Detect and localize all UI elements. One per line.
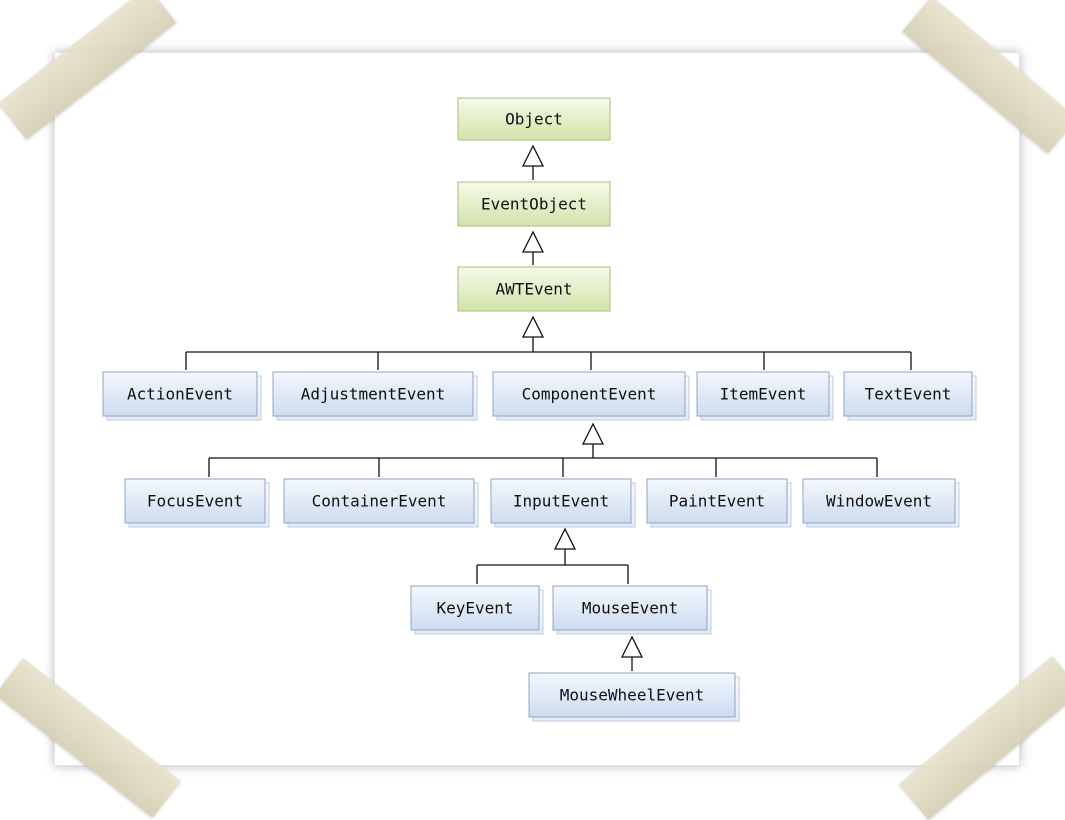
svg-text:InputEvent: InputEvent — [513, 492, 609, 511]
svg-text:ActionEvent: ActionEvent — [127, 385, 233, 404]
class-box-itemevent: ItemEvent — [696, 371, 834, 421]
class-box-textevent: TextEvent — [843, 371, 977, 421]
svg-text:PaintEvent: PaintEvent — [669, 492, 765, 511]
class-box-inputevent: InputEvent — [490, 478, 636, 528]
connector-lines — [185, 166, 912, 671]
arrow-awtevent-subclasses — [521, 315, 545, 338]
class-box-componentevent: ComponentEvent — [492, 371, 690, 421]
class-box-adjustmentevent: AdjustmentEvent — [272, 371, 478, 421]
class-box-actionevent: ActionEvent — [102, 371, 262, 421]
arrow-inputevent-subclasses — [553, 527, 577, 550]
svg-text:MouseWheelEvent: MouseWheelEvent — [560, 686, 705, 705]
class-box-mousewheelevent: MouseWheelEvent — [528, 672, 740, 722]
svg-text:ContainerEvent: ContainerEvent — [312, 492, 447, 511]
inheritance-arrows — [521, 144, 644, 658]
svg-text:Object: Object — [505, 110, 563, 129]
class-box-windowevent: WindowEvent — [802, 478, 960, 528]
svg-text:TextEvent: TextEvent — [865, 385, 952, 404]
class-box-focusevent: FocusEvent — [124, 478, 270, 528]
class-box-containerevent: ContainerEvent — [283, 478, 479, 528]
class-box-awtevent: AWTEvent — [457, 266, 611, 312]
svg-text:KeyEvent: KeyEvent — [436, 599, 513, 618]
svg-text:AWTEvent: AWTEvent — [495, 280, 572, 299]
class-box-keyevent: KeyEvent — [410, 585, 544, 635]
arrow-eventobject-to-object — [521, 144, 545, 167]
class-box-mouseevent: MouseEvent — [552, 585, 712, 635]
arrow-awtevent-to-eventobject — [521, 230, 545, 253]
svg-text:FocusEvent: FocusEvent — [147, 492, 243, 511]
class-box-paintevent: PaintEvent — [646, 478, 792, 528]
arrow-componentevent-subclasses — [581, 422, 605, 445]
class-box-object: Object — [457, 97, 611, 141]
svg-text:EventObject: EventObject — [481, 195, 587, 214]
svg-text:AdjustmentEvent: AdjustmentEvent — [301, 385, 446, 404]
arrow-mouseevent-subclasses — [620, 635, 644, 658]
class-box-eventobject: EventObject — [457, 181, 611, 227]
svg-text:ComponentEvent: ComponentEvent — [522, 385, 657, 404]
svg-text:MouseEvent: MouseEvent — [582, 599, 678, 618]
svg-text:ItemEvent: ItemEvent — [720, 385, 807, 404]
svg-text:WindowEvent: WindowEvent — [826, 492, 932, 511]
